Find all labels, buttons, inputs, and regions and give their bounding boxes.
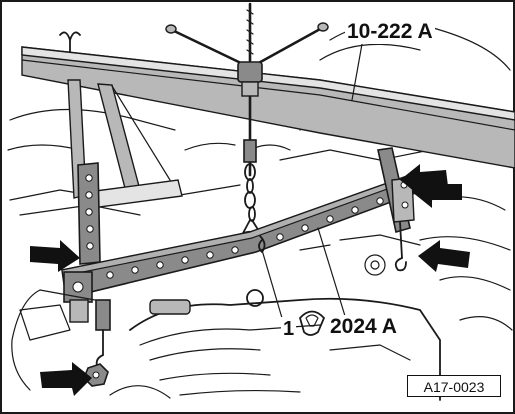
- tool-main-leader-line: [351, 43, 363, 101]
- label-tool-2024a: 2024 A: [328, 315, 399, 339]
- arrow-left-lower: [40, 362, 92, 396]
- left-perforated-strap: [77, 162, 101, 265]
- label-part-1: 1: [281, 317, 297, 341]
- figure-code-box: A17-0023: [407, 375, 501, 397]
- arrow-right-lower: [418, 240, 470, 272]
- engine-lower-component: [19, 289, 441, 401]
- label-tool-10-222a: 10-222 A: [345, 20, 435, 44]
- spindle-assembly: [165, 2, 329, 237]
- support-crossbar: [21, 46, 515, 169]
- wing-nut: [59, 31, 81, 53]
- left-support-leg: [67, 79, 183, 209]
- tool-bar-leader-line: [317, 227, 346, 317]
- right-perforated-strap: [377, 147, 415, 272]
- lower-left-nut: [83, 363, 109, 387]
- center-hook: [258, 235, 283, 319]
- arrow-left-middle: [30, 240, 80, 272]
- arrow-right-top: [400, 164, 448, 196]
